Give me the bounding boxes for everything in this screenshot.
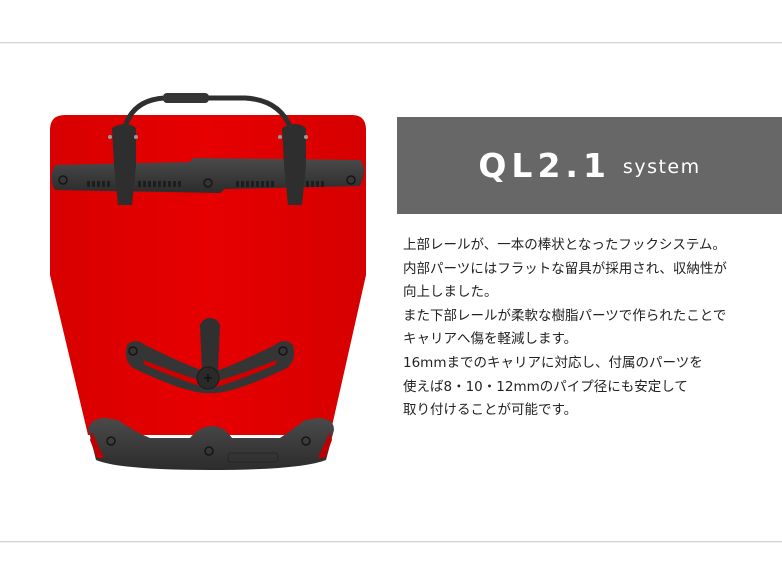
description-line: 16mmまでのキャリアに対応し、付属のパーツを <box>403 354 703 371</box>
description-line: 向上しました。 <box>403 284 498 301</box>
description-text: 上部レールが、一本の棒状となったフックシステム。 内部パーツにはフラットな留具が… <box>403 234 782 423</box>
description-line: 内部パーツにはフラットな留具が採用され、収納性が <box>403 260 727 277</box>
description-line: 使えば8・10・12mmのパイプ径にも安定して <box>403 378 688 395</box>
bottom-divider <box>0 541 782 542</box>
description-line: 上部レールが、一本の棒状となったフックシステム。 <box>403 237 726 253</box>
title-banner: QL2.1 system <box>397 117 782 214</box>
title-main: QL2.1 <box>478 146 611 185</box>
description-line: キャリアへ傷を軽減します。 <box>403 331 578 348</box>
description-line: また下部レールが柔軟な樹脂パーツで作られたことで <box>403 307 727 324</box>
description-line: 取り付けることが可能です。 <box>403 402 578 419</box>
title-subtitle: system <box>622 155 701 178</box>
product-image-pannier-back <box>40 80 380 480</box>
top-divider <box>0 42 782 43</box>
